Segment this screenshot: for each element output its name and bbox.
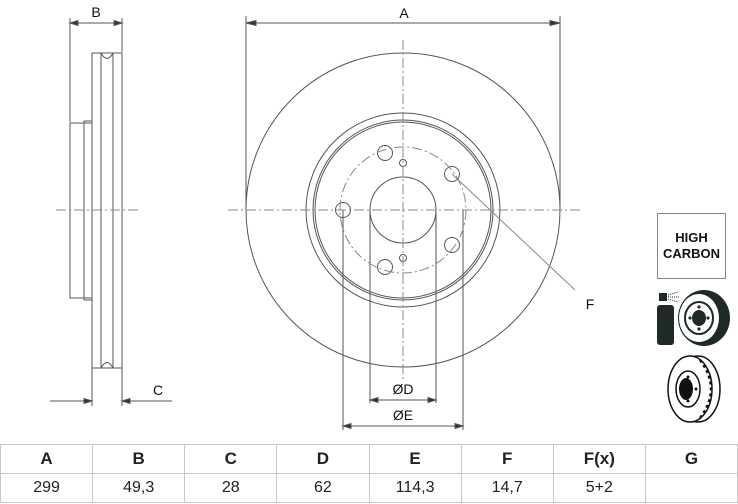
label-f: F [586, 296, 595, 312]
value-b: 49,3 [92, 473, 186, 503]
spec-header-row: A B C D E F F(x) G [0, 444, 738, 474]
value-c: 28 [184, 473, 278, 503]
front-view [245, 16, 576, 430]
value-e: 114,3 [368, 473, 462, 503]
header-b: B [92, 444, 186, 474]
badge-line-1: HIGH [675, 230, 708, 245]
header-f: F [460, 444, 554, 474]
label-e: ØE [393, 407, 413, 423]
label-d: ØD [393, 381, 414, 397]
label-b: B [91, 4, 100, 20]
vented-disc-icon [667, 355, 721, 423]
brake-disc-technical-drawing: B C [50, 4, 730, 430]
header-c: C [184, 444, 278, 474]
spec-table: A B C D E F F(x) G 299 49,3 28 62 114,3 … [0, 444, 738, 503]
value-a: 299 [0, 473, 94, 503]
label-c: C [153, 382, 163, 398]
value-f: 14,7 [460, 473, 554, 503]
header-a: A [0, 444, 94, 474]
front-centerlines [228, 40, 580, 380]
coated-disc-spray-icon [657, 290, 730, 346]
value-g [644, 473, 738, 503]
high-carbon-badge: HIGH CARBON [657, 213, 726, 279]
label-a: A [399, 5, 409, 21]
header-e: E [368, 444, 462, 474]
side-view [50, 18, 172, 406]
header-g: G [644, 444, 738, 474]
header-d: D [276, 444, 370, 474]
spec-value-row: 299 49,3 28 62 114,3 14,7 5+2 [0, 473, 738, 503]
value-d: 62 [276, 473, 370, 503]
value-fx: 5+2 [552, 473, 646, 503]
badge-line-2: CARBON [662, 246, 721, 261]
header-fx: F(x) [552, 444, 646, 474]
